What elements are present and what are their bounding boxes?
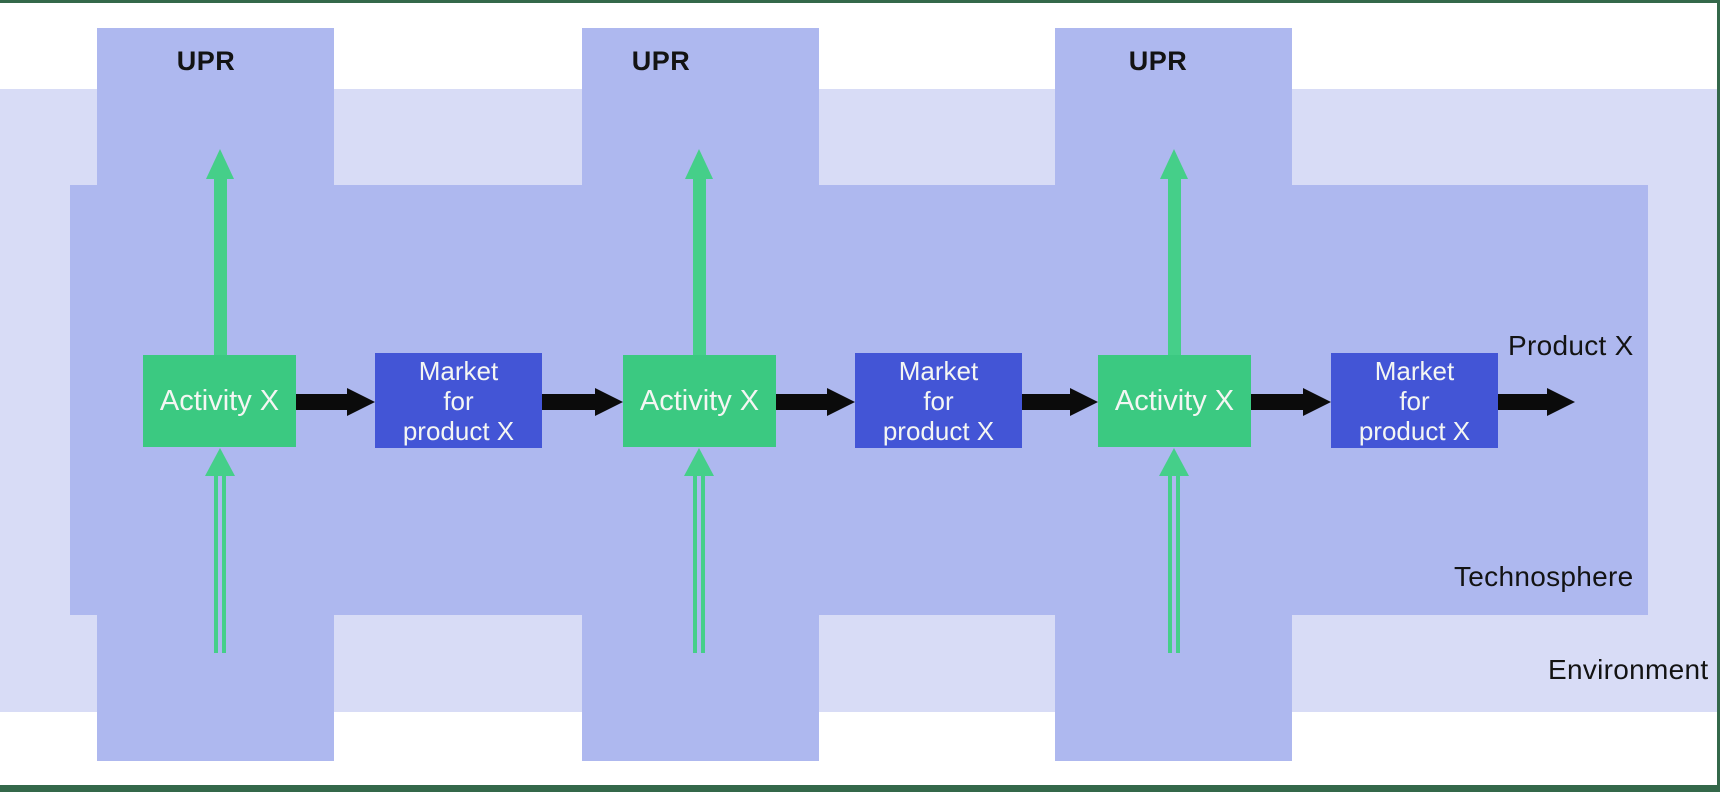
input-arrow-line-2b — [701, 476, 705, 653]
input-arrow-icon-3 — [1159, 448, 1189, 476]
input-arrow-line-1b — [222, 476, 226, 653]
flow-arrow-shaft-2 — [542, 394, 595, 410]
upr-label-1: UPR — [176, 46, 236, 76]
frame-right-edge — [1717, 0, 1720, 792]
input-arrow-line-3b — [1176, 476, 1180, 653]
flow-arrow-shaft-5 — [1251, 394, 1303, 410]
activity-box-1: Activity X — [143, 355, 296, 447]
flow-arrow-shaft-1 — [296, 394, 347, 410]
flow-arrow-shaft-6 — [1497, 394, 1547, 410]
flow-arrow-icon-5 — [1303, 388, 1331, 416]
up-arrow-shaft-2 — [693, 178, 706, 356]
upr-label-3: UPR — [1128, 46, 1188, 76]
up-arrow-shaft-1 — [214, 178, 227, 356]
market-box-2: Market for product X — [855, 353, 1022, 448]
technosphere-label: Technosphere — [1454, 561, 1634, 592]
input-arrow-icon-1 — [205, 448, 235, 476]
up-arrow-icon-2 — [685, 149, 713, 179]
flow-arrow-icon-4 — [1070, 388, 1098, 416]
activity-box-3: Activity X — [1098, 355, 1251, 447]
input-arrow-icon-2 — [684, 448, 714, 476]
frame-top-edge — [0, 0, 1720, 3]
upr-label-2: UPR — [631, 46, 691, 76]
input-arrow-line-1a — [214, 476, 218, 653]
flow-arrow-icon-2 — [595, 388, 623, 416]
environment-label: Environment — [1548, 654, 1709, 685]
input-arrow-line-2a — [693, 476, 697, 653]
up-arrow-icon-3 — [1160, 149, 1188, 179]
input-arrow-line-3a — [1168, 476, 1172, 653]
flow-arrow-shaft-3 — [776, 394, 827, 410]
up-arrow-shaft-3 — [1168, 178, 1181, 356]
up-arrow-icon-1 — [206, 149, 234, 179]
flow-arrow-icon-3 — [827, 388, 855, 416]
market-box-3: Market for product X — [1331, 353, 1498, 448]
flow-arrow-icon-6 — [1547, 388, 1575, 416]
activity-box-2: Activity X — [623, 355, 776, 447]
frame-bottom-edge — [0, 785, 1720, 792]
product-x-label: Product X — [1508, 330, 1634, 361]
flow-arrow-shaft-4 — [1022, 394, 1070, 410]
market-box-1: Market for product X — [375, 353, 542, 448]
flow-arrow-icon-1 — [347, 388, 375, 416]
